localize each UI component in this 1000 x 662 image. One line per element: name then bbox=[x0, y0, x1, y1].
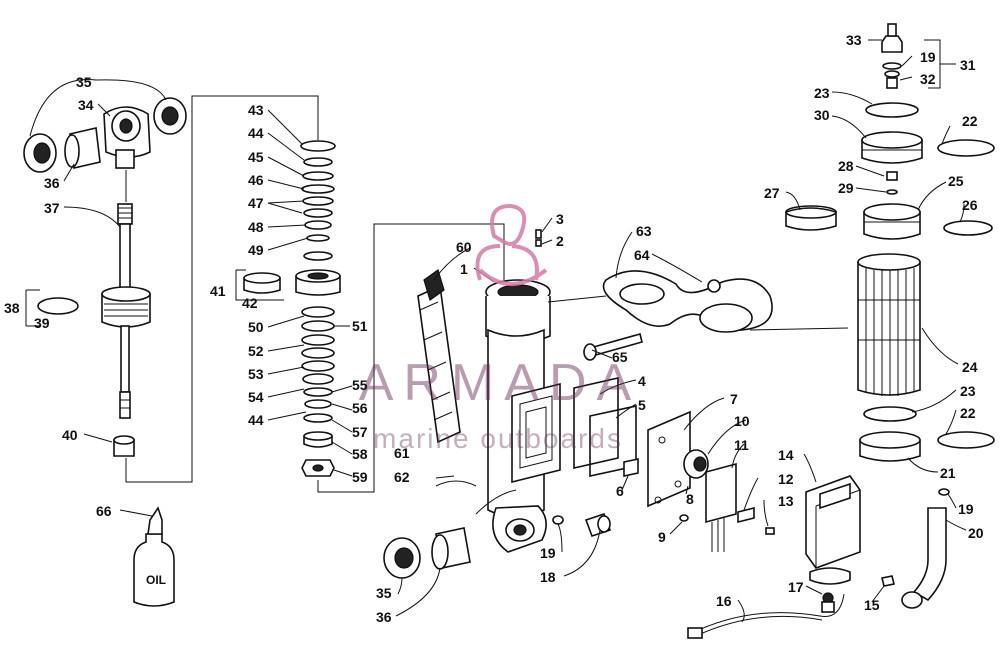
callout-14: 14 bbox=[778, 447, 794, 463]
callout-23-bottom: 23 bbox=[960, 383, 976, 399]
callout-36-lower: 36 bbox=[376, 609, 392, 625]
callout-29: 29 bbox=[838, 180, 854, 196]
callout-62: 62 bbox=[394, 469, 410, 485]
callout-18: 18 bbox=[540, 569, 556, 585]
watermark-tagline: marine outboards bbox=[373, 423, 623, 454]
callout-33: 33 bbox=[846, 32, 862, 48]
callout-17: 17 bbox=[788, 579, 804, 595]
callout-59: 59 bbox=[352, 469, 368, 485]
bottle-label: OIL bbox=[146, 573, 166, 587]
control-box bbox=[687, 475, 895, 639]
callout-30: 30 bbox=[814, 107, 830, 123]
callout-44-bottom: 44 bbox=[248, 412, 264, 428]
callout-48: 48 bbox=[248, 219, 264, 235]
valve-block bbox=[647, 410, 775, 552]
callout-60: 60 bbox=[456, 239, 472, 255]
callout-42: 42 bbox=[242, 295, 258, 311]
callout-7: 7 bbox=[730, 391, 738, 407]
callout-2: 2 bbox=[556, 233, 564, 249]
callout-57: 57 bbox=[352, 424, 368, 440]
callout-36: 36 bbox=[44, 175, 60, 191]
callout-labels: 35 34 36 37 38 39 40 66 43 44 45 46 47 4… bbox=[4, 32, 984, 625]
callout-56: 56 bbox=[352, 400, 368, 416]
callout-66: 66 bbox=[96, 503, 112, 519]
callout-34: 34 bbox=[78, 97, 94, 113]
watermark-brand: ARMADA bbox=[359, 354, 641, 412]
callout-13: 13 bbox=[778, 493, 794, 509]
left-leader-lines bbox=[25, 78, 319, 483]
callout-20: 20 bbox=[968, 525, 984, 541]
callout-64: 64 bbox=[634, 247, 650, 263]
callout-63: 63 bbox=[636, 223, 652, 239]
callout-9: 9 bbox=[658, 529, 666, 545]
callout-21: 21 bbox=[940, 465, 956, 481]
callout-58: 58 bbox=[352, 446, 368, 462]
callout-23-top: 23 bbox=[814, 85, 830, 101]
right-leader-lines bbox=[749, 39, 967, 531]
callout-39: 39 bbox=[34, 315, 50, 331]
watermark: ARMADA marine outboards bbox=[359, 203, 641, 454]
callout-12: 12 bbox=[778, 471, 794, 487]
callout-3: 3 bbox=[556, 211, 564, 227]
callout-22-bottom: 22 bbox=[960, 405, 976, 421]
center-leader-lines bbox=[395, 217, 885, 623]
shock-rod-assembly bbox=[23, 97, 187, 457]
callout-5: 5 bbox=[638, 397, 646, 413]
callout-49: 49 bbox=[248, 242, 264, 258]
callout-27: 27 bbox=[764, 185, 780, 201]
callout-24: 24 bbox=[962, 359, 978, 375]
callout-4: 4 bbox=[638, 373, 646, 389]
callout-35: 35 bbox=[76, 74, 92, 90]
callout-53: 53 bbox=[248, 366, 264, 382]
callout-52: 52 bbox=[248, 343, 264, 359]
reservoir-assembly bbox=[785, 23, 995, 609]
callout-16: 16 bbox=[716, 593, 732, 609]
main-cylinder-body bbox=[383, 229, 639, 579]
callout-41: 41 bbox=[210, 283, 226, 299]
callout-26: 26 bbox=[962, 197, 978, 213]
callout-15: 15 bbox=[864, 597, 880, 613]
callout-8: 8 bbox=[686, 491, 694, 507]
callout-35-lower: 35 bbox=[376, 585, 392, 601]
callout-43: 43 bbox=[248, 102, 264, 118]
callout-45: 45 bbox=[248, 149, 264, 165]
callout-28: 28 bbox=[838, 158, 854, 174]
callout-1: 1 bbox=[460, 261, 468, 277]
callout-61: 61 bbox=[394, 445, 410, 461]
callout-46: 46 bbox=[248, 172, 264, 188]
callout-22-top: 22 bbox=[962, 113, 978, 129]
callout-19-top: 19 bbox=[920, 49, 936, 65]
callout-37: 37 bbox=[44, 200, 60, 216]
callout-38: 38 bbox=[4, 300, 20, 316]
callout-51: 51 bbox=[352, 318, 368, 334]
callout-10: 10 bbox=[734, 413, 750, 429]
callout-44-top: 44 bbox=[248, 125, 264, 141]
callout-65: 65 bbox=[612, 349, 628, 365]
callout-40: 40 bbox=[62, 427, 78, 443]
callout-54: 54 bbox=[248, 389, 264, 405]
callout-31: 31 bbox=[960, 57, 976, 73]
callout-19-right: 19 bbox=[958, 501, 974, 517]
oil-bottle bbox=[119, 506, 175, 607]
callout-32: 32 bbox=[920, 71, 936, 87]
mount-bracket bbox=[583, 270, 773, 361]
callout-19-center: 19 bbox=[540, 545, 556, 561]
callout-50: 50 bbox=[248, 319, 264, 335]
brand-logo bbox=[475, 203, 548, 286]
callout-25: 25 bbox=[948, 173, 964, 189]
callout-6: 6 bbox=[616, 483, 624, 499]
callout-47: 47 bbox=[248, 195, 264, 211]
callout-11: 11 bbox=[734, 437, 749, 453]
callout-55: 55 bbox=[352, 377, 368, 393]
